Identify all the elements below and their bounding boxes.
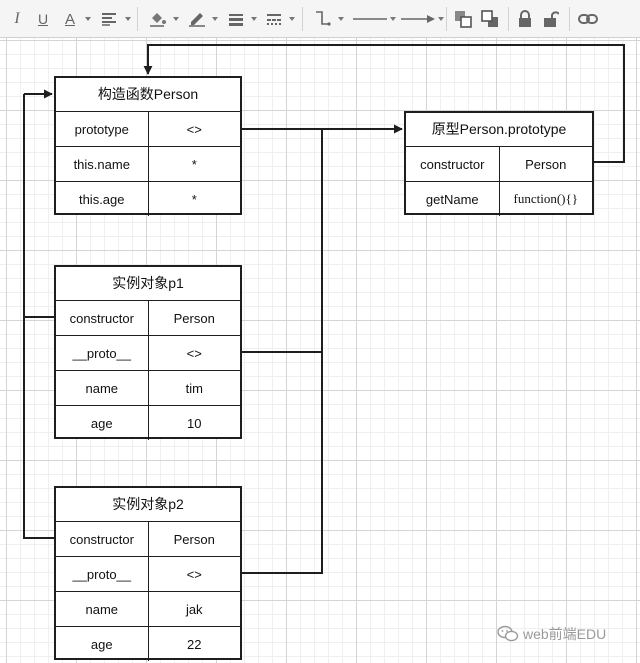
line-color-button[interactable] <box>184 6 210 32</box>
line-end-dropdown-icon <box>438 17 444 21</box>
line-start-dropdown-icon <box>390 17 396 21</box>
line-dash-icon <box>267 14 281 25</box>
property-row: getName function(){} <box>406 182 592 216</box>
property-row: __proto__ <> <box>56 557 240 592</box>
property-value: * <box>191 156 197 172</box>
line-color-dropdown-icon <box>212 17 218 21</box>
bring-to-front-icon <box>455 11 472 28</box>
property-row: age 10 <box>56 406 240 440</box>
property-row: this.age * <box>56 182 240 216</box>
font-color-icon: A <box>64 10 75 28</box>
toolbar-divider <box>446 7 447 31</box>
constructor-function-box[interactable]: 构造函数Person prototype <> this.name * this… <box>54 76 242 216</box>
property-row: __proto__ <> <box>56 336 240 371</box>
property-row: this.name * <box>56 147 240 182</box>
box-title: 原型Person.prototype <box>406 113 592 147</box>
property-row: name jak <box>56 592 240 627</box>
box-title: 实例对象p2 <box>56 488 240 522</box>
line-start-icon <box>353 18 387 20</box>
property-key: age <box>56 627 149 661</box>
pencil-icon <box>189 13 205 27</box>
property-key: getName <box>406 182 500 216</box>
property-row: constructor Person <box>56 522 240 557</box>
toolbar-divider <box>508 7 509 31</box>
property-row: age 22 <box>56 627 240 661</box>
watermark-text: web前端EDU <box>523 626 607 642</box>
link-icon <box>578 14 598 24</box>
line-start-button[interactable] <box>350 6 390 32</box>
property-key: prototype <box>56 112 149 146</box>
line-width-icon <box>229 14 243 26</box>
align-button[interactable] <box>97 6 121 32</box>
font-color-dropdown-icon <box>85 17 91 21</box>
to-front-button[interactable] <box>452 6 474 32</box>
elbow-connector-icon <box>316 11 331 26</box>
property-key: name <box>56 371 149 405</box>
paint-bucket-icon <box>150 13 166 27</box>
watermark: web前端EDU <box>497 622 606 646</box>
property-key: age <box>56 406 149 440</box>
to-back-button[interactable] <box>479 6 501 32</box>
property-key: name <box>56 592 149 626</box>
line-end-button[interactable] <box>398 6 438 32</box>
property-row: constructor Person <box>406 147 592 182</box>
property-value: * <box>191 191 197 207</box>
underline-button[interactable]: U <box>32 6 54 32</box>
toolbar-divider <box>569 7 570 31</box>
property-key: this.name <box>56 147 149 181</box>
unlock-icon <box>544 11 559 27</box>
property-value: Person <box>525 156 567 172</box>
property-value: Person <box>173 310 215 326</box>
property-key: constructor <box>56 301 149 335</box>
line-dash-dropdown-icon <box>289 17 295 21</box>
underline-icon: U <box>37 11 49 27</box>
font-color-button[interactable]: A <box>58 6 82 32</box>
arrow-end-icon <box>401 15 435 23</box>
property-row: name tim <box>56 371 240 406</box>
property-key: __proto__ <box>56 557 149 591</box>
property-value: Person <box>173 531 215 547</box>
property-key: __proto__ <box>56 336 149 370</box>
property-row: constructor Person <box>56 301 240 336</box>
property-key: constructor <box>56 522 149 556</box>
lock-icon <box>519 10 531 27</box>
line-width-dropdown-icon <box>251 17 257 21</box>
property-value: <> <box>186 121 202 137</box>
toolbar: I U A <box>0 0 640 38</box>
send-to-back-icon <box>481 10 498 27</box>
toolbar-divider <box>302 7 303 31</box>
property-key: this.age <box>56 182 149 216</box>
italic-button[interactable]: I <box>6 6 28 32</box>
fill-color-dropdown-icon <box>173 17 179 21</box>
fill-color-button[interactable] <box>145 6 171 32</box>
link-button[interactable] <box>575 6 601 32</box>
prototype-object-box[interactable]: 原型Person.prototype constructor Person ge… <box>404 111 594 216</box>
instance-p1-box[interactable]: 实例对象p1 constructor Person __proto__ <> n… <box>54 265 242 440</box>
lock-button[interactable] <box>514 6 536 32</box>
property-row: prototype <> <box>56 112 240 147</box>
connector-style-button[interactable] <box>310 6 336 32</box>
property-value: <> <box>186 566 202 582</box>
box-title: 实例对象p1 <box>56 267 240 301</box>
property-value: jak <box>185 601 203 617</box>
box-title: 构造函数Person <box>56 78 240 112</box>
line-dash-button[interactable] <box>262 6 286 32</box>
property-value: tim <box>185 380 203 396</box>
italic-icon: I <box>14 10 20 27</box>
toolbar-divider <box>137 7 138 31</box>
align-icon <box>102 13 116 26</box>
property-value: <> <box>186 345 202 361</box>
property-value: 10 <box>187 415 202 431</box>
line-width-button[interactable] <box>224 6 248 32</box>
wechat-icon <box>497 625 519 642</box>
property-value: 22 <box>187 636 202 652</box>
unlock-button[interactable] <box>540 6 562 32</box>
property-value: function(){} <box>513 191 578 206</box>
connector-style-dropdown-icon <box>338 17 344 21</box>
property-key: constructor <box>406 147 500 181</box>
align-dropdown-icon <box>125 17 131 21</box>
instance-p2-box[interactable]: 实例对象p2 constructor Person __proto__ <> n… <box>54 486 242 661</box>
